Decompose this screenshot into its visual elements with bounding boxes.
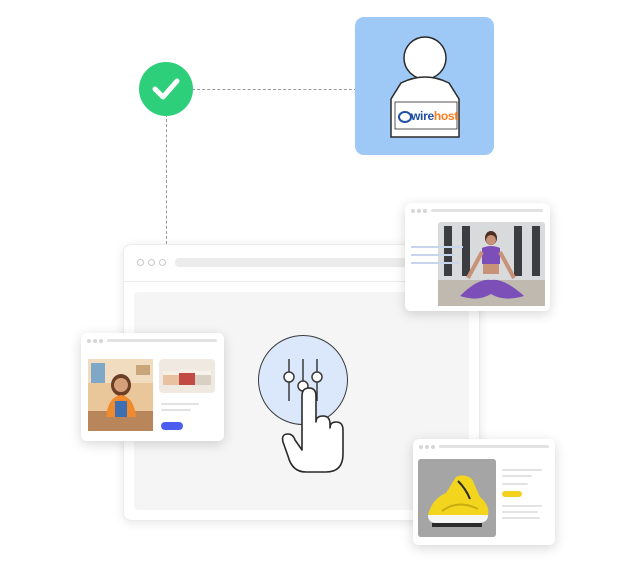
user-icon bbox=[390, 36, 460, 138]
connector-vertical bbox=[166, 114, 167, 244]
product-text-line bbox=[502, 505, 542, 507]
window-dot bbox=[423, 209, 427, 213]
chrome-divider bbox=[124, 281, 479, 282]
window-dot bbox=[159, 259, 166, 266]
avatar-card: wirehost bbox=[355, 17, 494, 155]
window-dot bbox=[411, 209, 415, 213]
card-title-bar bbox=[439, 445, 549, 448]
product-text-line bbox=[161, 409, 191, 411]
yoga-card[interactable] bbox=[405, 203, 550, 311]
buy-button[interactable] bbox=[161, 422, 183, 430]
window-dot bbox=[93, 339, 97, 343]
window-dot bbox=[425, 445, 429, 449]
window-dot bbox=[99, 339, 103, 343]
window-dot bbox=[87, 339, 91, 343]
product-text-line bbox=[502, 511, 538, 513]
brand-logo-part1: wire bbox=[411, 109, 434, 123]
window-dot bbox=[417, 209, 421, 213]
product-text-line bbox=[502, 469, 542, 471]
price-tag[interactable] bbox=[502, 491, 522, 497]
card-title-bar bbox=[431, 209, 543, 212]
connector-horizontal bbox=[192, 89, 357, 90]
product-card-left[interactable] bbox=[81, 333, 224, 441]
product-text-line bbox=[502, 475, 532, 477]
product-text-line bbox=[161, 403, 199, 405]
brand-logo-part2: host bbox=[433, 109, 458, 123]
card-title-bar bbox=[107, 339, 217, 342]
yellow-sneaker-photo bbox=[418, 459, 496, 537]
check-badge bbox=[139, 62, 193, 116]
woman-in-kitchen-photo bbox=[88, 359, 153, 431]
product-text-line bbox=[502, 517, 540, 519]
yoga-pose-photo bbox=[438, 222, 545, 306]
window-dot bbox=[419, 445, 423, 449]
soap-bars-photo bbox=[159, 359, 215, 393]
window-dot bbox=[431, 445, 435, 449]
text-lines-overlay bbox=[411, 246, 463, 264]
shoe-card[interactable] bbox=[413, 439, 555, 545]
window-dot bbox=[137, 259, 144, 266]
window-dot bbox=[148, 259, 155, 266]
pointer-hand-icon bbox=[281, 387, 344, 473]
browser-chrome bbox=[124, 245, 479, 281]
brand-logo: wirehost bbox=[411, 109, 458, 123]
check-icon bbox=[152, 78, 180, 100]
product-text-line bbox=[502, 483, 528, 485]
address-bar[interactable] bbox=[175, 258, 415, 267]
